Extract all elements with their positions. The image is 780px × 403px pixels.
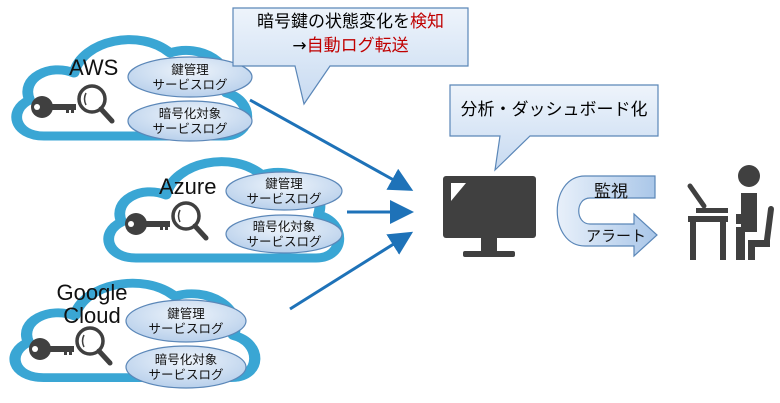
azure-enc-log-line1: 暗号化対象 bbox=[252, 219, 316, 234]
ellipse-azure-enc bbox=[225, 214, 343, 254]
uturn-bottom-label: アラート bbox=[586, 227, 647, 245]
callout-detect-text: 暗号鍵の状態変化を検知 →自動ログ転送 bbox=[233, 10, 468, 58]
azure-key-log-line1: 鍵管理 bbox=[265, 176, 303, 191]
cloud-label-aws: AWS bbox=[69, 55, 119, 80]
google-enc-log-line2: サービスログ bbox=[148, 367, 224, 382]
cloud-label-azure: Azure bbox=[159, 174, 217, 199]
aws-enc-log-line2: サービスログ bbox=[152, 121, 228, 136]
azure-key-log-line2: サービスログ bbox=[246, 191, 322, 206]
uturn-top-label: 監視 bbox=[594, 182, 628, 202]
monitor-icon bbox=[443, 176, 536, 257]
callout-detect-line2-arrow: → bbox=[292, 36, 307, 56]
azure-enc-log-line2: サービスログ bbox=[246, 234, 322, 249]
cloud-label-google-line1: Google bbox=[56, 280, 128, 305]
google-enc-log-line1: 暗号化対象 bbox=[154, 352, 218, 367]
callout-analysis-box bbox=[449, 84, 659, 172]
arrow-google-to-monitor bbox=[289, 231, 414, 311]
ellipse-google-enc bbox=[125, 345, 247, 389]
aws-enc-log-line1: 暗号化対象 bbox=[158, 106, 222, 121]
callout-analysis-text: 分析・ダッシュボード化 bbox=[460, 100, 648, 120]
ellipse-azure-key bbox=[225, 171, 343, 211]
person-at-desk-icon bbox=[687, 165, 774, 260]
cloud-label-google: Google Cloud bbox=[52, 281, 132, 327]
azure-enc-log-label: 暗号化対象 サービスログ bbox=[226, 219, 342, 249]
aws-enc-log-label: 暗号化対象 サービスログ bbox=[128, 106, 252, 136]
google-key-log-label: 鍵管理 サービスログ bbox=[126, 306, 246, 336]
ellipse-google-key bbox=[125, 299, 247, 343]
callout-detect-line2-highlight: 自動ログ転送 bbox=[306, 36, 409, 56]
google-key-log-line2: サービスログ bbox=[148, 321, 224, 336]
google-enc-log-label: 暗号化対象 サービスログ bbox=[126, 352, 246, 382]
callout-detect-box bbox=[232, 7, 469, 106]
aws-key-log-line2: サービスログ bbox=[152, 77, 228, 92]
aws-key-log-label: 鍵管理 サービスログ bbox=[128, 62, 252, 92]
uturn-arrow-icon bbox=[556, 175, 658, 258]
callout-detect-line1-highlight: 検知 bbox=[410, 12, 444, 32]
azure-key-log-label: 鍵管理 サービスログ bbox=[226, 176, 342, 206]
aws-key-log-line1: 鍵管理 bbox=[171, 62, 209, 77]
google-key-log-line1: 鍵管理 bbox=[167, 306, 205, 321]
cloud-label-google-line2: Cloud bbox=[63, 303, 121, 328]
ellipse-aws-enc bbox=[127, 100, 253, 142]
callout-detect-line1-text: 暗号鍵の状態変化を bbox=[257, 12, 410, 32]
callout-detect-line2: →自動ログ転送 bbox=[233, 34, 468, 58]
callout-detect-line1: 暗号鍵の状態変化を検知 bbox=[233, 10, 468, 34]
ellipse-aws-key bbox=[127, 56, 253, 98]
arrow-aws-to-monitor bbox=[249, 98, 414, 191]
